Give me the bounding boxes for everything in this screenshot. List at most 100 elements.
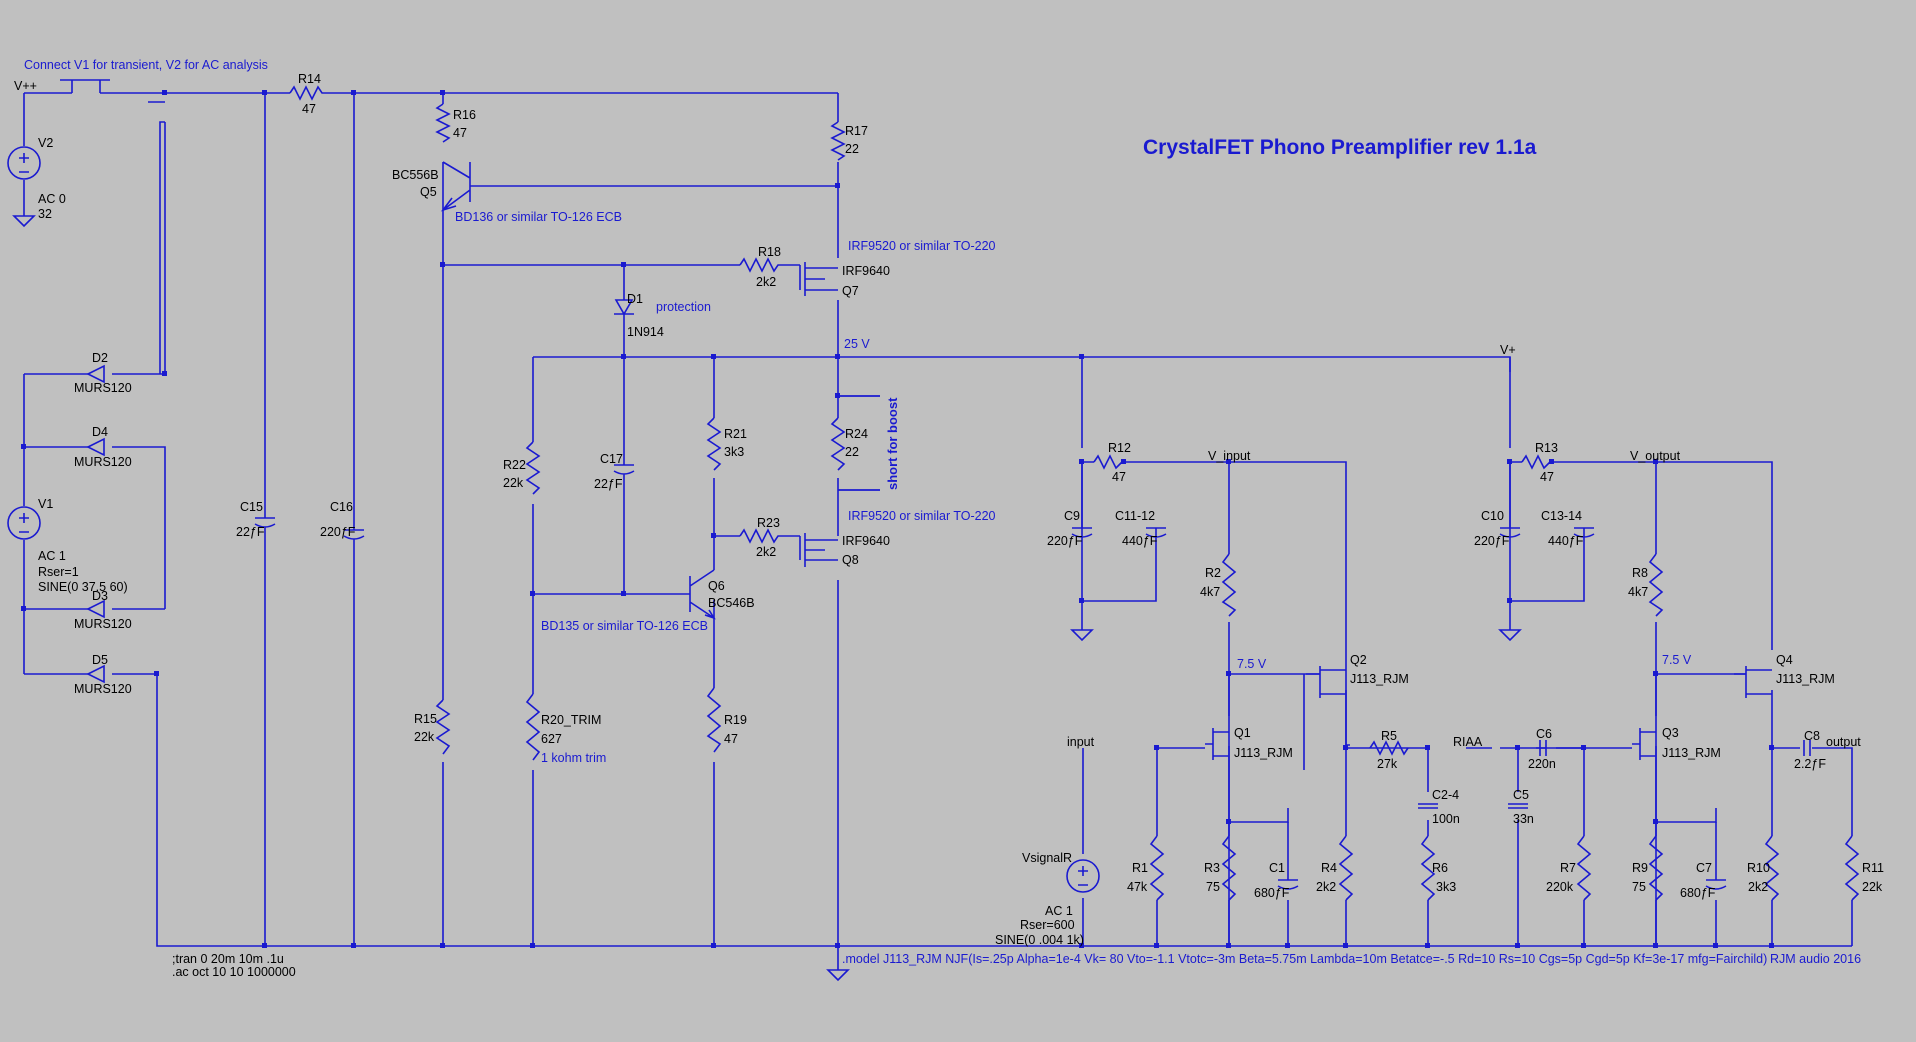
label-d1: D1 bbox=[627, 292, 643, 306]
junction-dot bbox=[1653, 459, 1658, 464]
junction-dot bbox=[1121, 459, 1126, 464]
schematic-stroke bbox=[1081, 462, 1157, 602]
value-v1: SINE(0 37.5 60) bbox=[38, 580, 128, 594]
component-symbols bbox=[7, 85, 1860, 982]
schematic-stroke bbox=[1149, 835, 1165, 901]
schematic-stroke bbox=[1277, 879, 1299, 890]
schematic-stroke bbox=[1499, 527, 1521, 538]
junction-dot bbox=[1425, 943, 1430, 948]
label-v1: V1 bbox=[38, 497, 53, 511]
directive-tran: ;tran 0 20m 10m .1u bbox=[172, 952, 284, 966]
net-voutput: V_output bbox=[1630, 449, 1681, 463]
label-r13: R13 bbox=[1535, 441, 1558, 455]
schematic-stroke bbox=[86, 364, 105, 384]
schematic-stroke bbox=[1656, 461, 1773, 650]
directive-ac: .ac oct 10 10 1000000 bbox=[172, 965, 296, 979]
net-75v-b: 7.5 V bbox=[1662, 653, 1692, 667]
junction-dot bbox=[835, 943, 840, 948]
junction-dot bbox=[1653, 943, 1658, 948]
label-c16: C16 bbox=[330, 500, 353, 514]
schematic-stroke bbox=[289, 85, 325, 101]
note-q8: IRF9520 or similar TO-220 bbox=[848, 509, 996, 523]
ground-symbol bbox=[1498, 629, 1522, 642]
label-q6: Q6 bbox=[708, 579, 725, 593]
label-q8: Q8 bbox=[842, 553, 859, 567]
value-r9: 75 bbox=[1632, 880, 1646, 894]
note-q5: BD136 or similar TO-126 ECB bbox=[455, 210, 622, 224]
label-r23: R23 bbox=[757, 516, 780, 530]
schematic-stroke bbox=[706, 687, 722, 753]
junction-dot bbox=[711, 943, 716, 948]
junction-dot bbox=[1226, 671, 1231, 676]
source-symbol-v1 bbox=[7, 506, 41, 540]
schematic-stroke bbox=[1764, 835, 1780, 901]
junction-dot bbox=[711, 533, 716, 538]
schematic-stroke bbox=[1705, 879, 1727, 890]
junction-dot bbox=[1079, 943, 1084, 948]
value-r10: 2k2 bbox=[1748, 880, 1768, 894]
value-r13: 47 bbox=[1540, 470, 1554, 484]
junction-dot bbox=[1581, 943, 1586, 948]
value-c10: 220ƒF bbox=[1474, 534, 1510, 548]
label-r7: R7 bbox=[1560, 861, 1576, 875]
value-c8: 2.2ƒF bbox=[1794, 757, 1826, 771]
value-v2: AC 0 bbox=[38, 192, 66, 206]
label-r16: R16 bbox=[453, 108, 476, 122]
junction-dot bbox=[1769, 745, 1774, 750]
value-vsignal: Rser=600 bbox=[1020, 918, 1075, 932]
label-v2: V2 bbox=[38, 136, 53, 150]
junction-dot bbox=[1154, 943, 1159, 948]
value-c5: 33n bbox=[1513, 812, 1534, 826]
author-credit: RJM audio 2016 bbox=[1770, 952, 1861, 966]
junction-dot bbox=[1507, 598, 1512, 603]
schematic-stroke bbox=[19, 153, 29, 173]
value-q1: J113_RJM bbox=[1234, 746, 1293, 760]
junction-dot bbox=[1581, 745, 1586, 750]
label-r18: R18 bbox=[758, 245, 781, 259]
junction-dot bbox=[262, 943, 267, 948]
value-r7: 220k bbox=[1546, 880, 1574, 894]
label-q1: Q1 bbox=[1234, 726, 1251, 740]
schematic-stroke bbox=[525, 441, 541, 495]
schematic-stroke bbox=[1734, 666, 1772, 698]
value-r6: 3k3 bbox=[1436, 880, 1456, 894]
junction-dot bbox=[351, 90, 356, 95]
value-r21: 3k3 bbox=[724, 445, 744, 459]
junction-dot bbox=[21, 606, 26, 611]
net-vpp: V++ bbox=[14, 79, 37, 93]
value-c17: 22ƒF bbox=[594, 477, 623, 491]
schematic-stroke bbox=[435, 103, 451, 143]
note-q6: BD135 or similar TO-126 ECB bbox=[541, 619, 708, 633]
junction-dot bbox=[835, 354, 840, 359]
label-c17: C17 bbox=[600, 452, 623, 466]
schematic-stroke bbox=[1771, 690, 1800, 946]
junction-dot bbox=[162, 90, 167, 95]
schematic-title: CrystalFET Phono Preamplifier rev 1.1a bbox=[1143, 136, 1537, 159]
value-r14: 47 bbox=[302, 102, 316, 116]
junction-dot bbox=[1507, 459, 1512, 464]
junction-dot bbox=[1226, 943, 1231, 948]
label-r9: R9 bbox=[1632, 861, 1648, 875]
label-r1: R1 bbox=[1132, 861, 1148, 875]
value-r2: 4k7 bbox=[1200, 585, 1220, 599]
label-d2: D2 bbox=[92, 351, 108, 365]
label-r20: R20_TRIM bbox=[541, 713, 601, 727]
schematic-stroke bbox=[1338, 835, 1354, 901]
schematic-stroke bbox=[440, 161, 471, 212]
schematic-stroke bbox=[1306, 666, 1346, 698]
junction-dot bbox=[154, 671, 159, 676]
schematic-stroke bbox=[1509, 357, 1522, 528]
schematic-stroke bbox=[1093, 454, 1123, 470]
schematic-stroke bbox=[613, 452, 635, 486]
schematic-stroke bbox=[1078, 866, 1088, 886]
value-r12: 47 bbox=[1112, 470, 1126, 484]
label-d3: D3 bbox=[92, 589, 108, 603]
value-r20: 627 bbox=[541, 732, 562, 746]
schematic-stroke bbox=[1655, 676, 1717, 946]
schematic-stroke bbox=[1539, 740, 1547, 756]
note-connect: Connect V1 for transient, V2 for AC anal… bbox=[24, 58, 268, 72]
value-c9: 220ƒF bbox=[1047, 534, 1083, 548]
label-r6: R6 bbox=[1432, 861, 1448, 875]
label-r8: R8 bbox=[1632, 566, 1648, 580]
